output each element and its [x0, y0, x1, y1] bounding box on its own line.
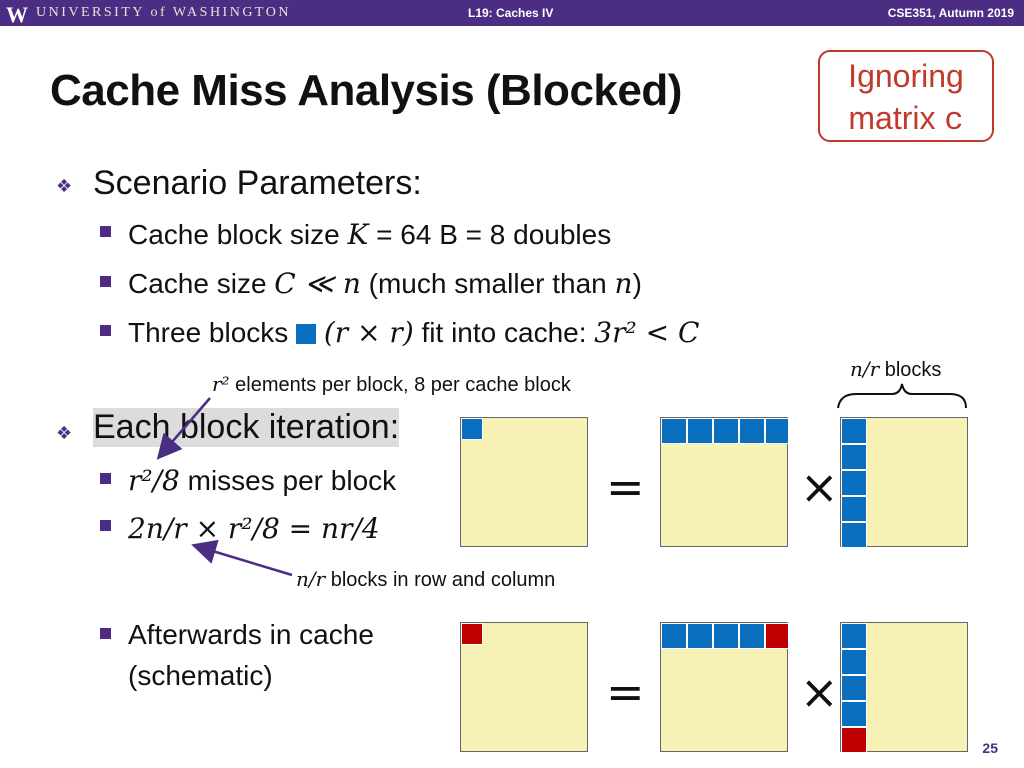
- block-cell: [687, 418, 713, 444]
- bullet-square-icon: [100, 628, 111, 639]
- block-cell: [739, 623, 765, 649]
- matrix-b-iteration: [840, 417, 968, 548]
- block-cell: [687, 623, 713, 649]
- header-bar: W UNIVERSITY of WASHINGTON L19: Caches I…: [0, 0, 1024, 27]
- uw-logo-icon: W: [6, 2, 28, 27]
- bullet-diamond-icon: ❖: [56, 176, 73, 196]
- block-cell: [841, 522, 867, 548]
- slide-title: Cache Miss Analysis (Blocked): [50, 66, 682, 115]
- block-cell: [739, 418, 765, 444]
- block-cell: [661, 623, 687, 649]
- block-cell-red: [461, 623, 483, 645]
- matrix-b-afterwards: [840, 622, 968, 753]
- bullet-square-icon: [100, 226, 111, 237]
- block-cell: [461, 418, 483, 440]
- iteration-item-misses: r²/8 misses per block: [128, 464, 397, 497]
- callout-line1: Ignoring: [848, 58, 964, 94]
- matrix-c-iteration: [460, 417, 588, 547]
- bullet-square-icon: [100, 276, 111, 287]
- callout-var: c: [944, 102, 964, 139]
- block-cell: [841, 418, 867, 444]
- block-cell: [841, 701, 867, 727]
- block-cell: [841, 470, 867, 496]
- afterwards-line1: Afterwards in cache: [128, 619, 374, 650]
- scenario-item-block-size: Cache block size K = 64 B = 8 doubles: [128, 218, 612, 251]
- iteration-item-total: 2n/r × r²/8 = nr/4: [128, 512, 380, 545]
- times-sign: ×: [800, 665, 839, 719]
- block-cell: [841, 496, 867, 522]
- block-cell: [765, 418, 789, 444]
- equals-sign: =: [606, 665, 645, 719]
- ignoring-callout: Ignoring matrix c: [818, 50, 994, 142]
- iteration-label: Each block iteration:: [93, 408, 400, 447]
- matrix-c-afterwards: [460, 622, 588, 752]
- block-cell-red: [841, 727, 867, 753]
- page-number: 25: [982, 740, 998, 756]
- annotation-elements-per-block: r² elements per block, 8 per cache block: [212, 372, 571, 396]
- scenario-item-cache-size: Cache size C ≪ n (much smaller than n): [128, 267, 642, 300]
- block-cell: [841, 623, 867, 649]
- course-name: CSE351, Autumn 2019: [887, 6, 1014, 20]
- bullet-square-icon: [100, 325, 111, 336]
- bullet-square-icon: [100, 473, 111, 484]
- bullet-square-icon: [100, 520, 111, 531]
- callout-line2: matrix c: [848, 100, 964, 139]
- scenario-label: Scenario Parameters:: [93, 164, 422, 202]
- university-name: UNIVERSITY of WASHINGTON: [36, 5, 291, 20]
- equals-sign: =: [606, 460, 645, 514]
- block-cell-red: [765, 623, 789, 649]
- block-cell: [841, 444, 867, 470]
- block-cell: [841, 675, 867, 701]
- times-sign: ×: [800, 460, 839, 514]
- afterwards-line2: (schematic): [128, 660, 273, 691]
- brace-icon: [837, 383, 967, 409]
- block-cell: [661, 418, 687, 444]
- block-cell: [841, 649, 867, 675]
- block-cell: [713, 623, 739, 649]
- arrow-to-total: [191, 539, 293, 577]
- scenario-item-three-blocks: Three blocks (r × r) fit into cache: 3r²…: [128, 316, 700, 349]
- annotation-blocks-row-column: n/r blocks in row and column: [296, 567, 556, 591]
- matrix-a-iteration: [660, 417, 789, 547]
- annotation-blocks-top: n/r blocks: [850, 357, 942, 381]
- blue-block-icon: [296, 324, 317, 344]
- lecture-title: L19: Caches IV: [468, 6, 554, 20]
- matrix-a-afterwards: [660, 622, 789, 752]
- block-cell: [713, 418, 739, 444]
- bullet-diamond-icon: ❖: [56, 423, 73, 443]
